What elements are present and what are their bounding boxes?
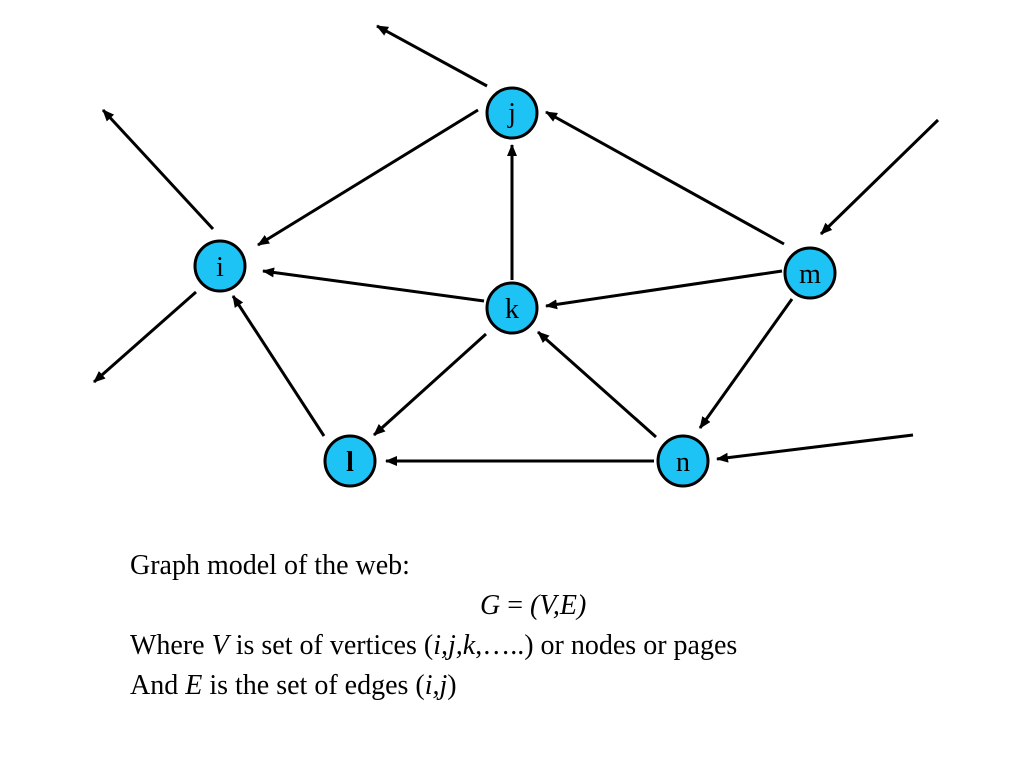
equation-equals: = bbox=[500, 590, 531, 621]
vertices-suffix: ,…..) or nodes or pages bbox=[475, 630, 738, 661]
caption-title-text: Graph model of the web: bbox=[130, 550, 410, 581]
equation-graph-symbol: G bbox=[480, 590, 501, 621]
edges-prefix: And bbox=[130, 670, 186, 701]
edge-m-to-n bbox=[698, 298, 794, 429]
edges bbox=[93, 24, 940, 466]
caption-title: Graph model of the web: bbox=[130, 546, 990, 586]
node-label-n: n bbox=[676, 447, 690, 478]
edge-n-inbound bbox=[716, 433, 914, 463]
node-j: j bbox=[485, 86, 539, 140]
node-label-m: m bbox=[799, 259, 821, 290]
node-label-k: k bbox=[505, 294, 519, 325]
node-label-i: i bbox=[216, 252, 224, 283]
caption-equation: G = (V,E) bbox=[130, 586, 990, 626]
edge-i-outbound-bottom bbox=[93, 290, 197, 384]
edges-suffix: ) bbox=[447, 670, 457, 701]
edge-k-to-i bbox=[262, 267, 485, 303]
vertices-symbol: V bbox=[211, 630, 229, 661]
node-l: l bbox=[323, 434, 377, 488]
edge-m-to-k bbox=[545, 269, 783, 310]
node-m: m bbox=[783, 246, 837, 300]
node-i: i bbox=[193, 239, 247, 293]
edges-mid: is the set of edges ( bbox=[202, 670, 425, 701]
edges-symbol: E bbox=[185, 670, 203, 701]
node-label-j: j bbox=[507, 98, 516, 129]
edge-l-to-i bbox=[231, 295, 326, 437]
vertices-mid: is set of vertices ( bbox=[228, 630, 434, 661]
edge-j-outbound bbox=[376, 24, 488, 88]
edges-example: i,j bbox=[424, 670, 448, 701]
equation-set: (V,E) bbox=[530, 590, 587, 621]
nodes: j i k m l n bbox=[193, 86, 837, 488]
node-k: k bbox=[485, 281, 539, 335]
node-label-l: l bbox=[346, 447, 354, 478]
node-n: n bbox=[656, 434, 710, 488]
edge-n-to-k bbox=[537, 330, 657, 439]
edge-m-inbound bbox=[819, 118, 940, 236]
caption-edges-line: And E is the set of edges (i,j) bbox=[130, 666, 990, 706]
graph-caption: Graph model of the web: G = (V,E) Where … bbox=[130, 546, 990, 706]
vertices-prefix: Where bbox=[130, 630, 212, 661]
caption-vertices-line: Where V is set of vertices (i,j,k,…..) o… bbox=[130, 626, 990, 666]
edge-k-to-l bbox=[372, 332, 488, 437]
edge-m-to-j bbox=[545, 110, 785, 246]
edge-j-to-i bbox=[257, 108, 479, 247]
edge-i-outbound-top bbox=[101, 108, 215, 231]
vertices-examples: i,j,k bbox=[433, 630, 476, 661]
